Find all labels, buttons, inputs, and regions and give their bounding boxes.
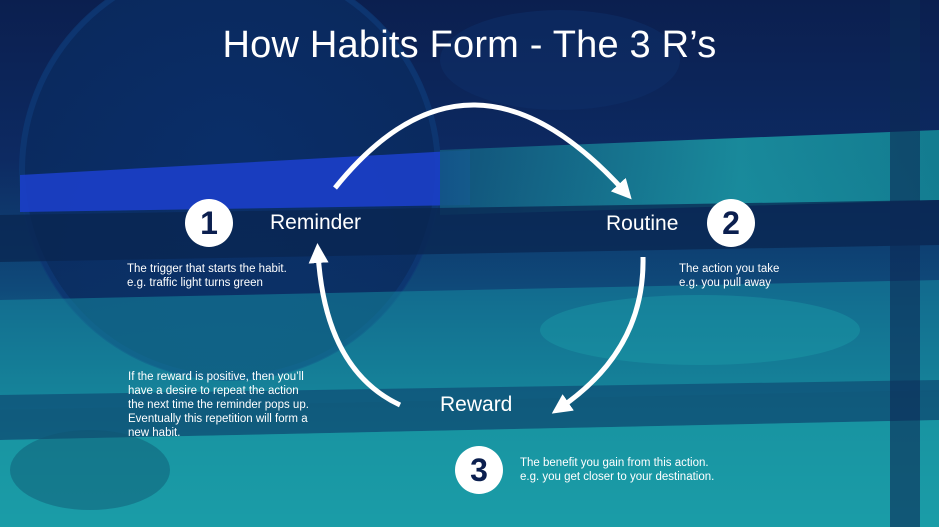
step-3-description-line: e.g. you get closer to your destination. (520, 471, 715, 483)
bg-texture-1 (10, 430, 170, 510)
loop-note-line: Eventually this repetition will form a (128, 413, 308, 425)
loop-note: If the reward is positive, then you’ll h… (128, 370, 309, 440)
loop-note-line: have a desire to repeat the action (128, 385, 299, 397)
step-2-badge: 2 (707, 199, 755, 247)
bg-dark-stripe (0, 200, 939, 262)
step-3-description: The benefit you gain from this action. e… (520, 456, 714, 484)
step-2-description-line: The action you take (679, 263, 780, 275)
step-3-description-line: The benefit you gain from this action. (520, 457, 709, 469)
step-1-description-line: The trigger that starts the habit. (127, 263, 287, 275)
step-3-label: Reward (440, 393, 513, 416)
arrow-reminder-to-routine (333, 102, 632, 200)
step-3-badge: 3 (455, 446, 503, 494)
loop-note-line: new habit. (128, 427, 181, 439)
bg-teal-stripe-2 (0, 280, 939, 410)
step-2-description: The action you take e.g. you pull away (679, 262, 779, 290)
loop-note-line: the next time the reminder pops up. (128, 399, 309, 411)
bg-teal-stripe-1 (440, 130, 939, 215)
step-1-description: The trigger that starts the habit. e.g. … (127, 262, 287, 290)
slide-title: How Habits Form - The 3 R’s (222, 24, 717, 66)
step-1-description-line: e.g. traffic light turns green (127, 277, 263, 289)
bg-vertical-streak (890, 0, 920, 527)
step-2-label: Routine (606, 212, 679, 235)
loop-note-line: If the reward is positive, then you’ll (128, 371, 304, 383)
arrow-reward-to-reminder (308, 243, 402, 408)
step-2-description-line: e.g. you pull away (679, 277, 772, 289)
bg-texture-3 (440, 10, 680, 110)
step-1-label: Reminder (270, 211, 362, 234)
arrow-routine-to-reward (551, 256, 646, 414)
step-1-badge: 1 (185, 199, 233, 247)
